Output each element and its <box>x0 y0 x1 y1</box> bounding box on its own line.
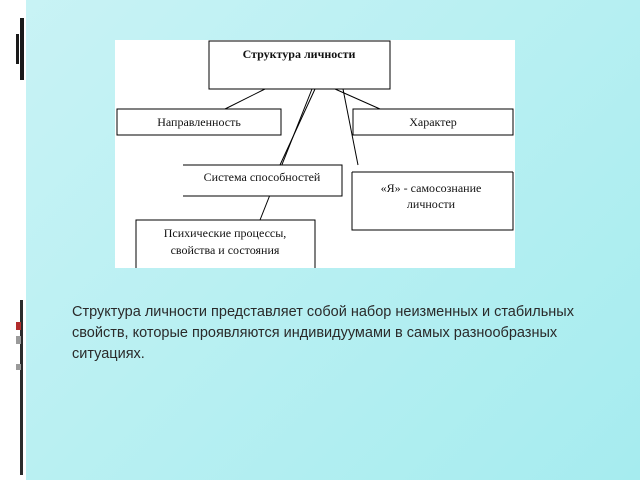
connector-line <box>334 88 381 110</box>
self-awareness-label-line2: личности <box>407 197 456 211</box>
character-label: Характер <box>409 115 457 129</box>
abilities-label: Система способностей <box>204 170 321 184</box>
decoration-block <box>16 34 19 64</box>
mental-processes-label-line2: свойства и состояния <box>171 243 280 257</box>
root-label: Структура личности <box>243 47 356 61</box>
left-decoration-bar <box>0 0 26 480</box>
self-awareness-box <box>351 172 514 231</box>
connector-line <box>342 88 359 166</box>
mental-processes-box <box>135 219 316 268</box>
abilities-box <box>183 164 343 197</box>
decoration-block <box>20 300 23 475</box>
personality-structure-diagram: Структура личности Направленность Характ… <box>116 40 514 268</box>
connector-line <box>279 88 316 166</box>
connector-line <box>259 88 313 221</box>
decoration-block <box>16 336 21 344</box>
decoration-block <box>16 364 21 370</box>
decoration-block <box>16 322 21 330</box>
direction-label: Направленность <box>157 115 241 129</box>
character-box <box>352 108 514 136</box>
connector-line <box>224 88 266 110</box>
diagram-panel: Структура личности Направленность Характ… <box>115 40 515 268</box>
direction-box <box>116 108 282 136</box>
mental-processes-label-line1: Психические процессы, <box>164 226 287 240</box>
root-box <box>208 40 391 90</box>
description-paragraph: Структура личности представляет собой на… <box>72 304 574 362</box>
self-awareness-label-line1: «Я» - самосознание <box>381 181 482 195</box>
decoration-block <box>20 18 24 80</box>
